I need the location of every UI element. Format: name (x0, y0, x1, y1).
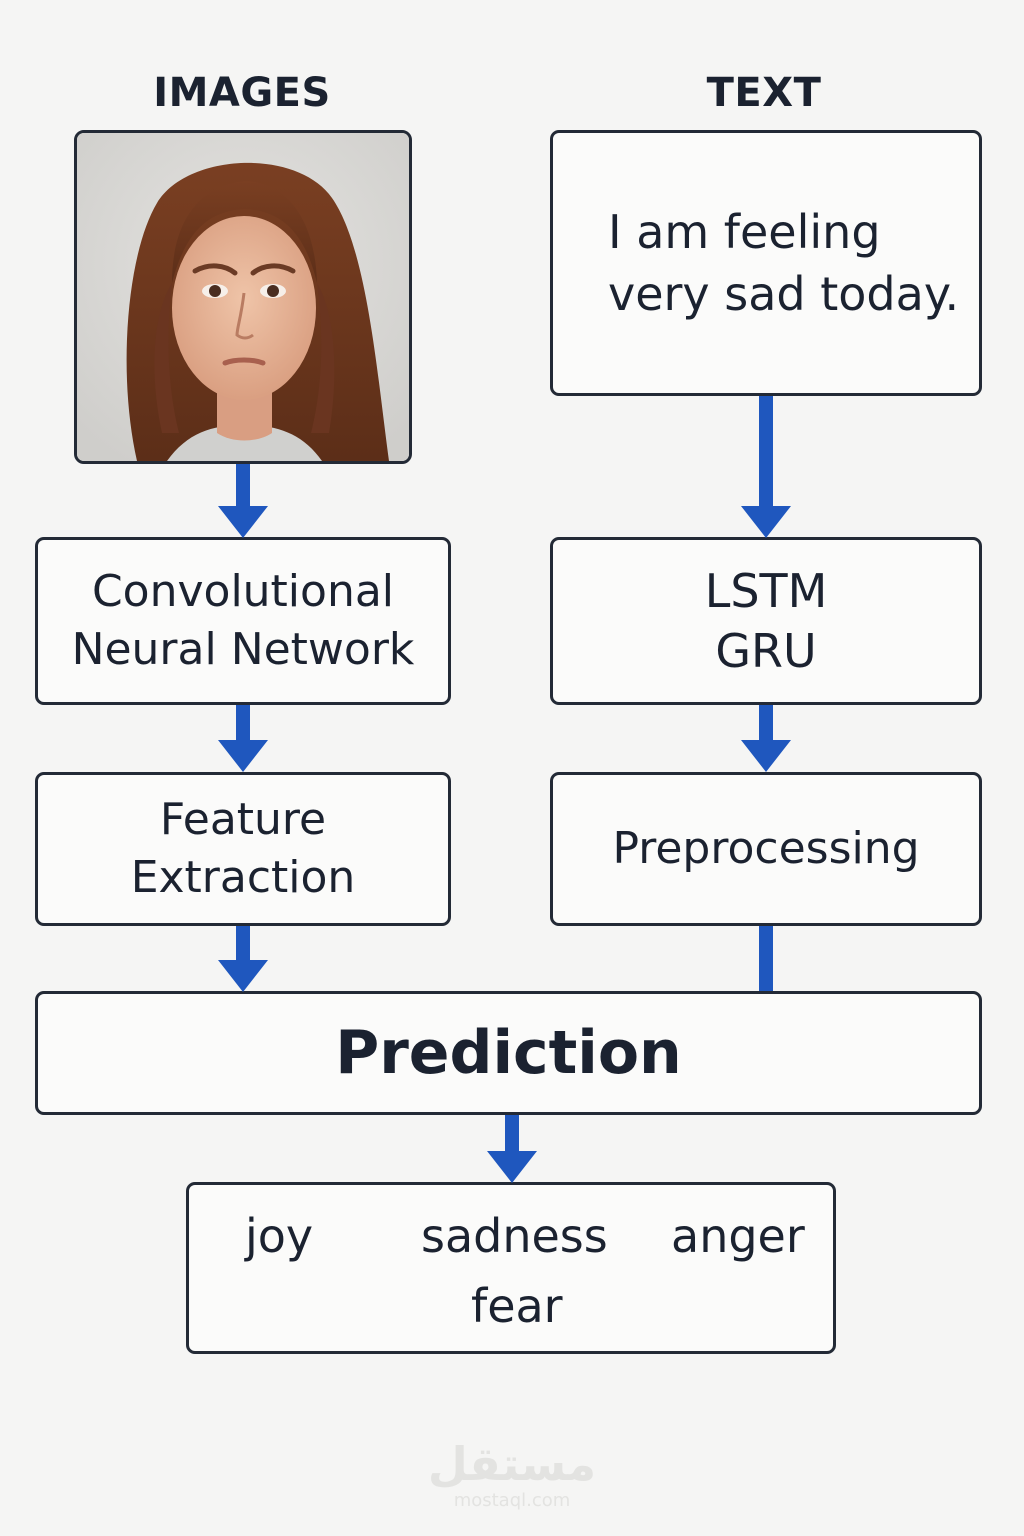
watermark-arabic: مستقل (427, 1437, 597, 1491)
watermark-url: mostaql.com (453, 1490, 571, 1511)
preprocessing-label: Preprocessing (612, 823, 920, 874)
prediction-label: Prediction (335, 1018, 682, 1088)
emotions-box: joy sadness anger fear (186, 1182, 836, 1354)
cnn-box: Convolutional Neural Network (35, 537, 451, 705)
portrait-photo (74, 130, 412, 464)
text-sample-box: I am feeling very sad today. (550, 130, 982, 396)
text-sample: I am feeling very sad today. (608, 205, 960, 321)
prediction-box: Prediction (35, 991, 982, 1115)
lstm-gru-box: LSTM GRU (550, 537, 982, 705)
lstm-gru-label: LSTM GRU (704, 564, 828, 678)
feature-extraction-label: Feature Extraction (130, 794, 356, 903)
feature-extraction-box: Feature Extraction (35, 772, 451, 926)
cnn-label: Convolutional Neural Network (71, 566, 415, 675)
watermark: مستقل mostaql.com (380, 1438, 644, 1512)
emotion-fear: fear (471, 1279, 563, 1333)
emotion-sadness: sadness (421, 1209, 608, 1263)
preprocessing-box: Preprocessing (550, 772, 982, 926)
text-heading: TEXT (706, 70, 822, 116)
emotion-anger: anger (671, 1209, 805, 1263)
emotion-joy: joy (245, 1209, 314, 1263)
images-heading: IMAGES (153, 70, 331, 116)
